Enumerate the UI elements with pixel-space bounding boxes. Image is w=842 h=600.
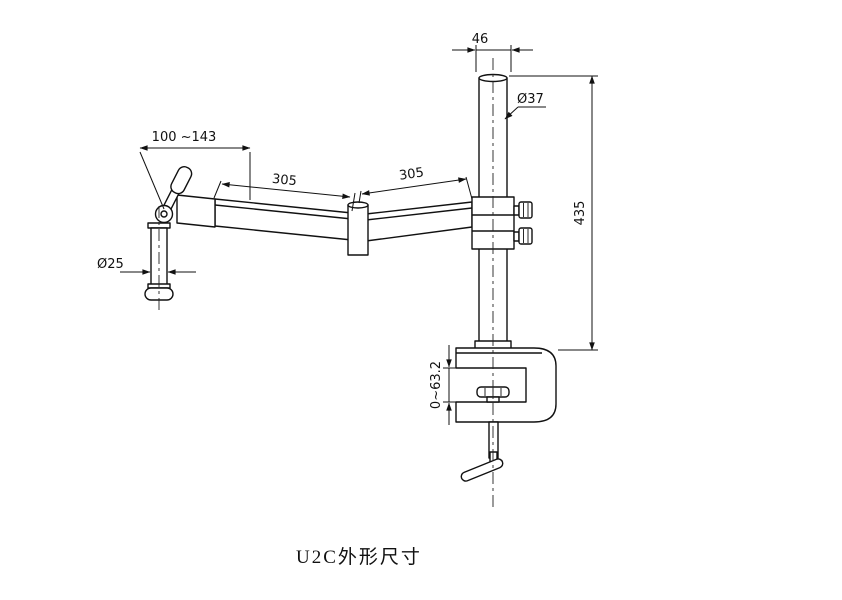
dim-head-range-label: 100 ~143 — [152, 130, 217, 145]
dim-column-height-lines — [509, 75, 598, 351]
dimension-labels: 46 Ø37 435 305 305 100 ~143 Ø25 0~63.2 — [97, 32, 588, 409]
dim-arm-right-lines — [358, 176, 473, 204]
table-clamp — [455, 347, 557, 423]
collar-knob-top — [513, 201, 533, 219]
dim-arm-left-label: 305 — [271, 172, 297, 190]
focus-head-block — [176, 194, 216, 228]
arm-right-segment — [365, 201, 473, 242]
arm-elbow-joint — [347, 201, 369, 256]
dim-top-width-label: 46 — [472, 32, 489, 47]
dim-pole-diameter-label: Ø37 — [517, 92, 544, 107]
dim-arm-left-lines — [213, 180, 356, 212]
tommy-bar-handle — [460, 458, 504, 482]
dim-top-width-lines — [452, 45, 533, 72]
dim-post-diameter-label: Ø25 — [97, 257, 124, 272]
dim-clamp-range-lines — [443, 345, 457, 425]
dim-column-height-label: 435 — [573, 201, 588, 226]
dim-head-range-lines — [139, 145, 251, 210]
collar-knob-bottom — [513, 227, 533, 245]
centerlines — [158, 58, 494, 508]
dim-arm-right-label: 305 — [398, 165, 425, 183]
dim-pole-diameter-leader — [504, 106, 546, 120]
clamp-screw — [460, 386, 510, 482]
lever-grip — [170, 166, 193, 195]
drawing-title: U2C外形尺寸 — [296, 546, 422, 568]
dimension-lines — [120, 45, 598, 425]
arm-left-segment — [214, 198, 353, 241]
stand-assembly — [144, 73, 557, 482]
dim-clamp-range-label: 0~63.2 — [429, 361, 444, 409]
lever-hinge-pin — [160, 210, 168, 218]
